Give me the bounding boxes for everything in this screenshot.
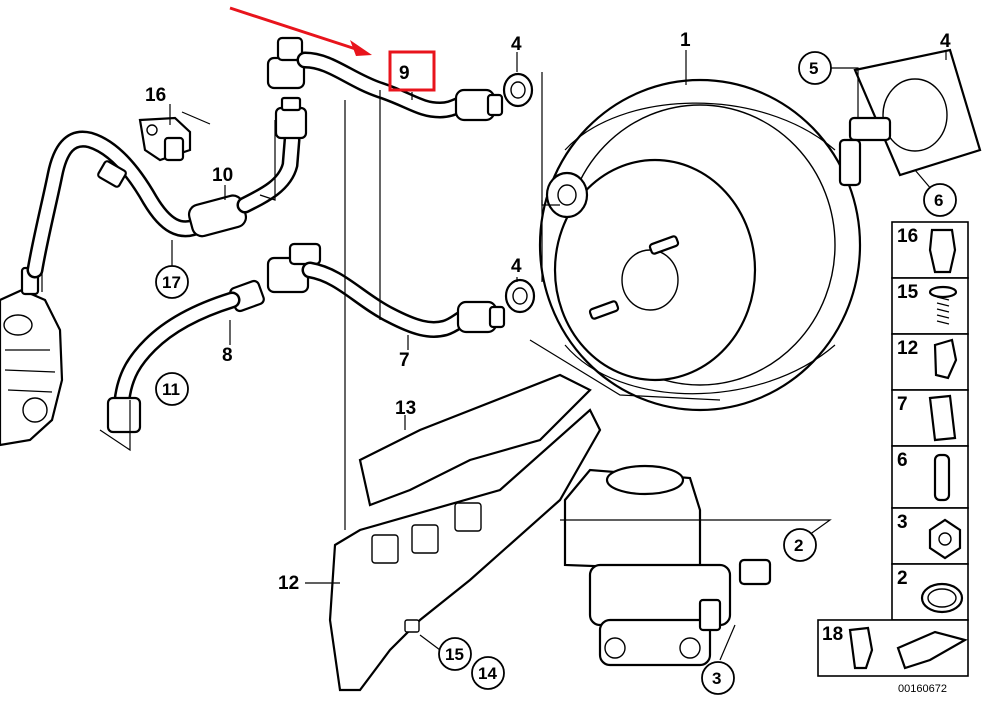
grommet-4-lower (504, 278, 536, 314)
diagram-code: 00160672 (898, 683, 947, 695)
expanding-rivet-icon (933, 338, 958, 380)
callout-5: 4 (940, 31, 951, 52)
legend-label-3: 3 (897, 512, 908, 533)
callout-16-circled: 15 (438, 637, 472, 671)
legend-cell-6 (891, 445, 969, 509)
callout-4-lower: 4 (511, 256, 522, 277)
callout-2-circled: 2 (783, 528, 817, 562)
callout-8: 7 (399, 350, 410, 371)
callout-9: 8 (222, 345, 233, 366)
hose-8 (266, 242, 506, 338)
callout-1: 1 (680, 30, 691, 51)
clip-17 (138, 116, 192, 162)
hose-10 (266, 36, 504, 122)
screw-icon (928, 285, 958, 299)
rod-6 (838, 116, 892, 187)
grommet-4-upper (502, 72, 534, 108)
callout-15-circled: 14 (471, 656, 505, 690)
legend-label-18: 18 (822, 624, 843, 645)
legend-cell-18 (817, 619, 969, 677)
gasket-5 (853, 48, 982, 177)
direction-arrow-icon (896, 630, 968, 670)
svg-text:14: 14 (478, 664, 497, 683)
brake-booster-1 (538, 78, 862, 412)
callout-18-circled: 17 (155, 265, 189, 299)
highlight-arrow-line (229, 6, 366, 54)
legend-label-16: 16 (897, 226, 918, 247)
legend-column: 16 15 12 7 6 3 2 18 (817, 221, 969, 677)
callout-11: 10 (212, 165, 233, 186)
svg-text:6: 6 (934, 191, 943, 210)
highlight-box (388, 50, 436, 92)
hose-18 (26, 130, 209, 279)
legend-label-6: 6 (897, 450, 908, 471)
hose-9 (106, 279, 265, 434)
bracket-13 (328, 408, 602, 692)
callout-10: 9 (399, 63, 410, 84)
svg-text:17: 17 (162, 273, 181, 292)
svg-text:11: 11 (162, 380, 180, 399)
legend-label-12: 12 (897, 338, 918, 359)
svg-text:3: 3 (712, 669, 721, 688)
legend-cell-15 (891, 277, 969, 335)
callout-6-circled: 5 (798, 51, 832, 85)
pin-icon (933, 453, 951, 502)
clamp-nut-icon (928, 394, 957, 442)
legend-label-2: 2 (897, 568, 908, 589)
hose-clip-icon (848, 626, 874, 670)
callout-12-circled: 11 (155, 372, 189, 406)
hose-11 (187, 96, 308, 238)
vacuum-pump (0, 266, 64, 447)
callout-14: 13 (395, 398, 416, 419)
leader-lines (41, 50, 947, 661)
legend-label-7: 7 (897, 394, 908, 415)
callout-7-circled: 6 (923, 183, 957, 217)
clip-nut-icon (928, 228, 957, 274)
callout-4-upper: 4 (511, 34, 522, 55)
svg-text:5: 5 (809, 59, 818, 78)
highlight-arrow-head (350, 40, 372, 56)
svg-text:15: 15 (445, 645, 464, 664)
callout-17: 16 (145, 85, 166, 106)
legend-label-15: 15 (897, 282, 919, 303)
callout-3-circled: 3 (701, 661, 735, 695)
master-cylinder (563, 464, 772, 667)
svg-text:2: 2 (794, 536, 803, 555)
callout-13: 12 (278, 573, 299, 594)
